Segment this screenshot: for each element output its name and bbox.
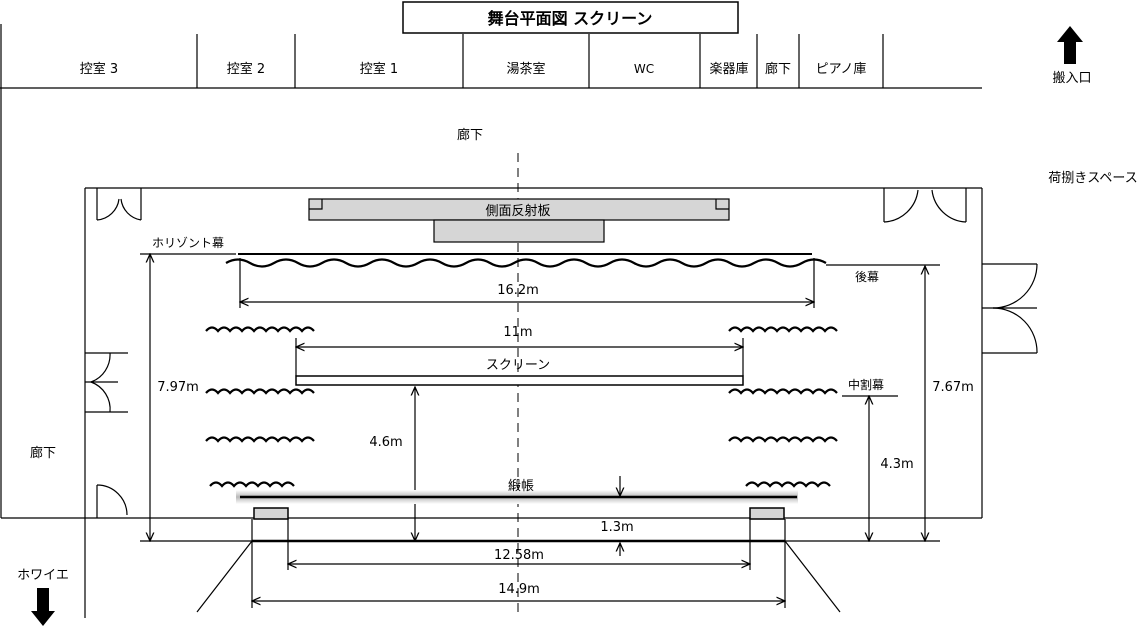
room-label-tea: 湯茶室 xyxy=(506,61,545,77)
dim-apron-label: 1.3m xyxy=(600,520,633,535)
dim-screen-width-label: 11m xyxy=(503,325,532,340)
horizon-curtain-label: ホリゾント幕 xyxy=(152,236,224,250)
mid-curtain-label: 中割幕 xyxy=(848,377,884,392)
room-label-waiting-1: 控室 1 xyxy=(360,61,398,77)
screen xyxy=(295,375,744,386)
room-label-wc: WC xyxy=(634,62,654,76)
dim-proscenium-inner-label: 12.58m xyxy=(494,548,544,563)
room-label-instrument-storage: 楽器庫 xyxy=(709,61,748,77)
dim-proscenium-outer-label: 14.9m xyxy=(498,582,540,597)
page-title: 舞台平面図 スクリーン xyxy=(488,9,653,28)
loading-space-label: 荷捌きスペース xyxy=(1048,170,1137,186)
back-curtain-label: 後幕 xyxy=(855,270,879,284)
stage-outline xyxy=(1,187,1037,519)
door-swing-icon xyxy=(85,188,1038,518)
dim-screen-depth-label: 4.6m xyxy=(369,435,402,450)
drop-curtain-label: 緞帳 xyxy=(508,478,534,494)
dim-mid-depth-label: 4.3m xyxy=(880,457,913,472)
proscenium-pillar-right xyxy=(749,507,785,520)
rooms-strip: 控室 3 控室 2 控室 1 湯茶室 WC 楽器庫 廊下 ピアノ庫 xyxy=(0,24,982,89)
corridor-left-label: 廊下 xyxy=(30,445,56,461)
back-curtain xyxy=(225,258,827,268)
room-label-waiting-2: 控室 2 xyxy=(227,61,265,77)
room-label-corridor: 廊下 xyxy=(765,61,791,77)
side-reflector: 側面反射板 xyxy=(308,198,730,243)
dim-depth-right-label: 7.67m xyxy=(932,380,974,395)
dim-back-width-label: 16.2m xyxy=(497,283,539,298)
loading-entrance-label: 搬入口 xyxy=(1052,71,1091,86)
loading-entrance-arrow-icon xyxy=(1057,26,1083,64)
screen-label: スクリーン xyxy=(486,358,550,373)
room-label-waiting-3: 控室 3 xyxy=(80,61,118,77)
room-label-piano-storage: ピアノ庫 xyxy=(816,62,867,77)
side-masking-curtains xyxy=(205,326,838,488)
proscenium-pillar-left xyxy=(253,507,289,520)
title-box: 舞台平面図 スクリーン xyxy=(402,1,739,34)
foyer-arrow-icon xyxy=(31,588,55,626)
foyer-label: ホワイエ xyxy=(17,568,69,583)
dim-depth-left-label: 7.97m xyxy=(157,380,199,395)
corridor-top-label: 廊下 xyxy=(457,127,483,143)
side-reflector-label: 側面反射板 xyxy=(485,203,550,219)
